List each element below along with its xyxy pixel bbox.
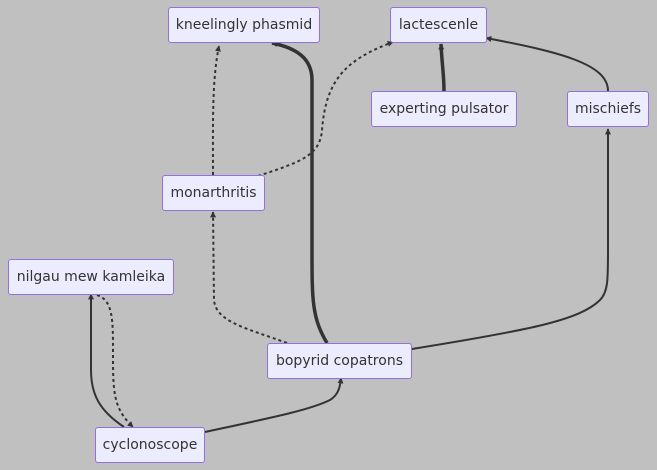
edge-bopyrid-copatrons-to-kneelingly-phasmid (271, 41, 329, 344)
node-kneelingly-phasmid[interactable]: kneelingly phasmid (168, 7, 320, 43)
edge-mischiefs-to-lactescenle (485, 36, 609, 92)
node-lactescenle[interactable]: lactescenle (390, 7, 487, 43)
node-experting-pulsator[interactable]: experting pulsator (371, 91, 517, 127)
node-label: cyclonoscope (102, 437, 198, 453)
node-label: monarthritis (170, 185, 257, 201)
edge-bopyrid-copatrons-to-monarthritis (210, 211, 288, 344)
node-bopyrid-copatrons[interactable]: bopyrid copatrons (267, 343, 412, 379)
edge-monarthritis-to-lactescenle (257, 41, 394, 177)
edge-nilgau-mew-kamleika-to-cyclonoscope (96, 294, 134, 428)
edge-cyclonoscope-to-bopyrid-copatrons (204, 377, 344, 433)
node-label: kneelingly phasmid (175, 17, 313, 33)
node-cyclonoscope[interactable]: cyclonoscope (95, 427, 205, 463)
node-label: mischiefs (574, 101, 642, 117)
node-label: experting pulsator (379, 101, 509, 117)
node-label: nilgau mew kamleika (16, 269, 166, 285)
node-label: lactescenle (398, 17, 479, 33)
edge-bopyrid-copatrons-to-mischiefs (411, 128, 611, 350)
node-monarthritis[interactable]: monarthritis (162, 175, 265, 211)
edge-monarthritis-to-kneelingly-phasmid (211, 45, 221, 176)
node-label: bopyrid copatrons (275, 353, 403, 369)
node-mischiefs[interactable]: mischiefs (567, 91, 649, 127)
node-nilgau-mew-kamleika[interactable]: nilgau mew kamleika (8, 259, 174, 295)
edge-experting-pulsator-to-lactescenle (438, 43, 446, 92)
edge-cyclonoscope-to-nilgau-mew-kamleika (88, 293, 125, 428)
